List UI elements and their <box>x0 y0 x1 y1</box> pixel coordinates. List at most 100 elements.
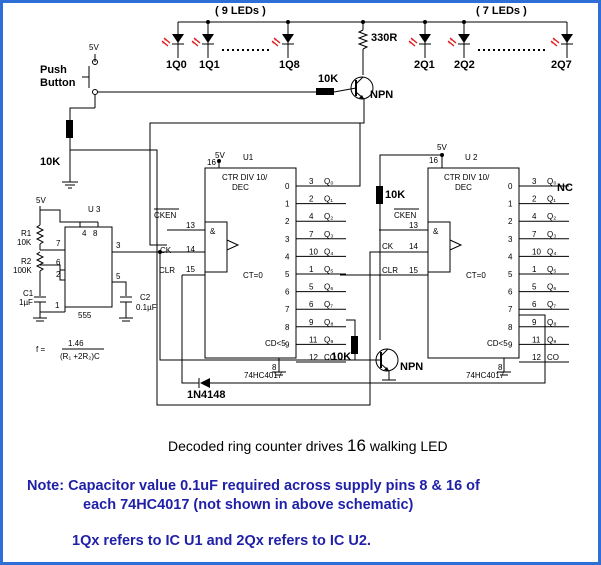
u1-pin-name-6: Q₆ <box>324 283 333 292</box>
u2-output-index-5: 5 <box>508 270 513 279</box>
u1-pin-number-1: 2 <box>309 195 314 204</box>
svg-text:CK: CK <box>160 246 172 255</box>
note-text-3: 1Qx refers to IC U1 and 2Qx refers to IC… <box>72 533 371 549</box>
svg-text:100K: 100K <box>13 266 32 275</box>
npn-transistor-bottom: NPN <box>375 348 423 384</box>
u2-pin-number-1: 2 <box>532 195 537 204</box>
u2-pin-name-0: Q₀ <box>547 177 557 186</box>
u2-output-index-1: 1 <box>508 200 513 209</box>
caption: Decoded ring counter drives 16 walking L… <box>168 436 448 456</box>
r10k-pull-label: 10K <box>40 156 60 168</box>
u2-pin-name-3: Q₃ <box>547 230 556 239</box>
led-1q1: 1Q1 <box>191 22 220 71</box>
u1-output-index-6: 6 <box>285 288 290 297</box>
r10k-u2-label: 10K <box>385 189 405 201</box>
led-1q8: 1Q8 <box>271 22 300 71</box>
u2-pin-number-2: 4 <box>532 212 537 221</box>
svg-text:14: 14 <box>186 245 195 254</box>
diode-1n4148: 1N4148 <box>187 378 226 401</box>
caption-number: 16 <box>347 436 366 455</box>
u1-output-index-1: 1 <box>285 200 290 209</box>
u1-pin-name-3: Q₃ <box>324 230 333 239</box>
r10k-bottom-label: 10K <box>331 351 351 363</box>
led-2q2: 2Q2 <box>447 22 475 71</box>
resistor-10k-pulldown: 10K <box>40 120 78 189</box>
u2-pin-number-0: 3 <box>532 177 537 186</box>
led-label-2q2: 2Q2 <box>454 59 475 71</box>
led-rail: ( 9 LEDs ) ( 7 LEDs ) <box>178 5 567 24</box>
u2-pin-number-3: 7 <box>532 230 537 239</box>
resistor-330r: 330R <box>357 22 397 75</box>
u2-pin-number-9: 11 <box>532 335 541 344</box>
npn-transistor-top: NPN <box>350 76 393 118</box>
push-label-1: Push <box>40 64 67 76</box>
svg-text:CD<5: CD<5 <box>265 339 286 348</box>
svg-text:f =: f = <box>36 345 45 354</box>
u2-output-index-0: 0 <box>508 182 513 191</box>
u2-output-index-6: 6 <box>508 288 513 297</box>
u2-output-index-2: 2 <box>508 217 513 226</box>
r330-label: 330R <box>371 32 397 44</box>
u2-pin-number-5: 1 <box>532 265 537 274</box>
svg-text:DEC: DEC <box>455 183 472 192</box>
u1-pin-name-8: Q₈ <box>324 318 334 327</box>
u1-pin-number-4: 10 <box>309 247 318 256</box>
svg-text:15: 15 <box>409 266 418 275</box>
u2-pin-name-5: Q₅ <box>547 265 556 274</box>
led-label-1q8: 1Q8 <box>279 59 300 71</box>
caption-prefix: Decoded ring counter drives <box>168 438 344 454</box>
u2-pin-name-9: Q₉ <box>547 335 556 344</box>
push-5v-label: 5V <box>89 43 99 52</box>
svg-text:15: 15 <box>186 265 195 274</box>
svg-text:CK: CK <box>382 242 394 251</box>
u2-pin-name-6: Q₆ <box>547 283 556 292</box>
u1-pin-name-2: Q₂ <box>324 212 333 221</box>
ic-u2-74hc4017: U 2 5V 16 CTR DIV 10/ DEC 74HC4017 8 & C… <box>346 143 520 380</box>
note-text-1: Capacitor value 0.1uF required across su… <box>68 478 480 494</box>
note-text-2: each 74HC4017 (not shown in above schema… <box>83 497 414 513</box>
u2-pin-name-7: Q₇ <box>547 300 556 309</box>
npn-top-label: NPN <box>370 89 393 101</box>
ic-u3-555: U 3 555 4 8 7 6 2 1 3 5 5V R1 10K R2 100… <box>13 196 157 322</box>
svg-text:CLR: CLR <box>382 266 398 275</box>
u2-pin-number-6: 5 <box>532 283 537 292</box>
push-button: 5V Push Button <box>40 43 99 120</box>
u1-pin-name-1: Q₁ <box>324 195 333 204</box>
u1-pin-name-0: Q₀ <box>324 177 334 186</box>
svg-text:R2: R2 <box>21 257 32 266</box>
u1-output-index-8: 8 <box>285 323 290 332</box>
u2-part: 74HC4017 <box>466 371 505 380</box>
svg-text:13: 13 <box>186 221 195 230</box>
svg-text:5V: 5V <box>215 151 225 160</box>
svg-text:R1: R1 <box>21 229 32 238</box>
u1-pin-name-10: CO <box>324 353 336 362</box>
svg-text:8: 8 <box>272 363 277 372</box>
resistor-10k-base: 10K <box>97 73 357 95</box>
diode-label: 1N4148 <box>187 389 226 401</box>
u1-pin-number-5: 1 <box>309 265 314 274</box>
svg-text:CT=0: CT=0 <box>243 271 263 280</box>
u3-part: 555 <box>78 311 92 320</box>
u1-pin-name-4: Q₄ <box>324 247 334 256</box>
ic-u1-74hc4017: U1 5V 16 CTR DIV 10/ DEC 74HC4017 8 & CK… <box>154 151 297 380</box>
u1-pin-number-9: 11 <box>309 335 318 344</box>
u2-pin-number-7: 6 <box>532 300 537 309</box>
led-2q7: 2Q7 <box>550 22 573 71</box>
u3-name: U 3 <box>88 205 101 214</box>
u1-output-index-7: 7 <box>285 305 290 314</box>
svg-text:CLR: CLR <box>159 266 175 275</box>
u1-part: 74HC4017 <box>244 371 283 380</box>
led-1q0: 1Q0 <box>161 22 187 71</box>
svg-text:10K: 10K <box>17 238 32 247</box>
svg-text:8: 8 <box>498 363 503 372</box>
svg-text:&: & <box>433 227 439 236</box>
u2-pin-number-10: 12 <box>532 353 541 362</box>
u2-output-index-3: 3 <box>508 235 513 244</box>
svg-text:1.46: 1.46 <box>68 339 84 348</box>
svg-text:6: 6 <box>56 258 61 267</box>
group1-label: ( 9 LEDs ) <box>215 5 266 17</box>
svg-text:13: 13 <box>409 221 418 230</box>
svg-text:DEC: DEC <box>232 183 249 192</box>
